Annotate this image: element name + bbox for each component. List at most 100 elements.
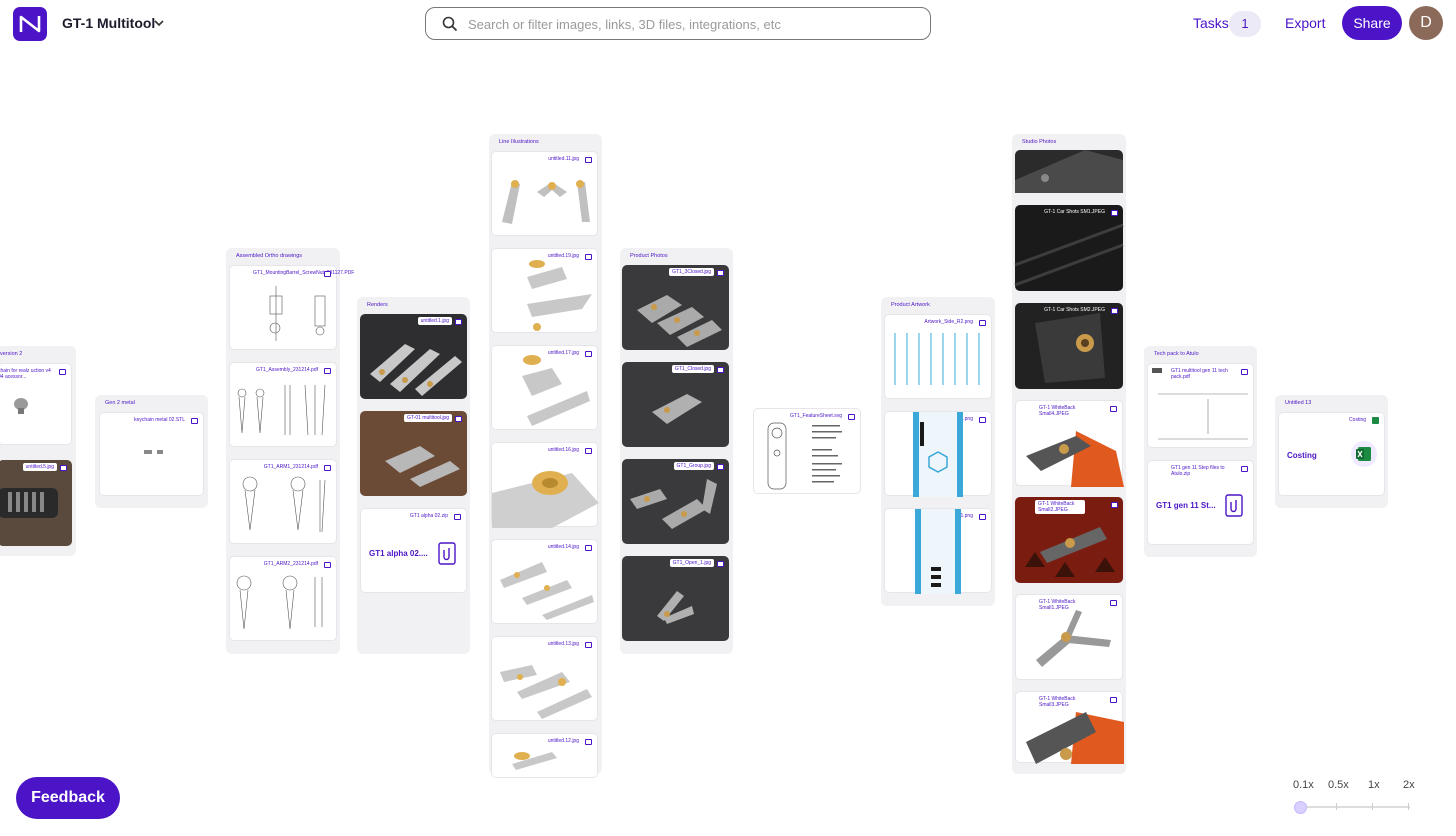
search-input[interactable] <box>468 14 908 34</box>
image-icon <box>455 416 462 422</box>
image-icon <box>717 464 724 470</box>
image-icon <box>585 254 592 260</box>
image-card[interactable]: untitled.11.jpg <box>491 151 598 236</box>
zoom-level-0-5x[interactable]: 0.5x <box>1328 779 1349 791</box>
image-card[interactable]: Artwork_Side_R1.png <box>884 508 992 594</box>
image-card[interactable]: untitled.1.jpg <box>360 314 467 399</box>
card-filename: GT1 alpha 02.zip <box>406 512 451 520</box>
svg-card[interactable]: GT1_FeatureSheet.svg <box>753 408 861 494</box>
group-title: Product Photos <box>630 253 668 259</box>
moodboard-canvas[interactable]: version 2 chain for realz uction v4 04 a… <box>0 48 1456 778</box>
image-card[interactable]: GT1_Closed.jpg <box>622 362 729 447</box>
3d-file-icon <box>191 418 198 424</box>
card-filename: GT-01 multitool.jpg <box>404 414 452 422</box>
image-card[interactable]: GT-1 Car Shots SM2.JPEG <box>1015 303 1123 389</box>
card-filename: GT1_FeatureSheet.svg <box>787 412 845 420</box>
image-card[interactable]: untitled.13.jpg <box>491 636 598 721</box>
image-card[interactable]: GT-1 WhiteBack Small4.JPEG <box>1015 400 1124 487</box>
image-card[interactable]: GT-1 Car Shots SM1.JPEG <box>1014 205 1124 291</box>
tasks-button[interactable]: Tasks <box>1193 15 1229 31</box>
card-filename: untitled.12.jpg <box>544 737 582 745</box>
app-logo-icon[interactable] <box>13 7 47 41</box>
image-icon <box>324 271 331 277</box>
image-card[interactable]: Artwork_Side_R2.png <box>884 314 992 399</box>
attachment-icon <box>1223 494 1245 518</box>
image-card[interactable]: untitled.14.jpg <box>491 539 598 624</box>
card-filename: GT-1 Car Shots SM1.JPEG <box>1044 209 1105 215</box>
file-title: GT1 alpha 02.... <box>369 549 428 558</box>
image-icon <box>848 414 855 420</box>
image-card[interactable]: GT-01 multitool.jpg <box>360 411 467 496</box>
top-bar: GT-1 Multitool Tasks 1 Export Share D <box>0 0 1456 48</box>
image-icon <box>717 270 724 276</box>
group-title: Line Illustrations <box>499 139 539 145</box>
image-card[interactable]: GT1_3Closed.jpg <box>622 265 729 350</box>
zoom-slider-track[interactable] <box>1298 806 1410 808</box>
image-icon <box>585 351 592 357</box>
image-card[interactable]: GT-1 WhiteBack Small1.JPEG <box>1015 594 1123 680</box>
file-card-stl[interactable]: keychain metal 02.STL <box>99 412 204 496</box>
card-filename: Artwork_Side_R2.png <box>921 318 976 326</box>
pdf-card[interactable]: GT1_Assembly_231214.pdf <box>229 362 337 447</box>
zoom-level-2x[interactable]: 2x <box>1403 779 1415 791</box>
file-title: GT1 gen 11 St... <box>1156 501 1216 510</box>
spreadsheet-card[interactable]: Costing Costing <box>1278 412 1385 496</box>
group-line-illustrations[interactable]: Line Illustrations untitled.11.jpg untit… <box>489 134 602 778</box>
group-untitled-13[interactable]: Untitled 13 Costing Costing <box>1275 395 1388 508</box>
image-card[interactable]: GT-1 WhiteBack Small3.JPEG <box>1015 691 1124 764</box>
image-card[interactable]: untitled.5.jpg <box>0 460 72 546</box>
pdf-card[interactable]: GT1_ARM1_231214.pdf <box>229 459 337 544</box>
export-button[interactable]: Export <box>1285 15 1326 31</box>
zoom-level-1x[interactable]: 1x <box>1368 779 1380 791</box>
image-card[interactable]: Artwork_Bottom_R1.png <box>884 411 992 497</box>
group-product-artwork[interactable]: Product Artwork Artwork_Side_R2.png Artw… <box>881 297 995 606</box>
card-filename: untitled.17.jpg <box>544 349 582 357</box>
attachment-icon <box>436 542 458 566</box>
pdf-card[interactable]: GT1_MountingBarrel_ScrewNut_231127.PDF <box>229 265 354 350</box>
feedback-button[interactable]: Feedback <box>16 777 120 819</box>
zip-file-card[interactable]: GT1 alpha 02.zip GT1 alpha 02.... <box>360 508 467 593</box>
image-icon <box>979 514 986 520</box>
search-icon <box>442 16 458 32</box>
group-studio-photos[interactable]: Studio Photos GT-1 Car Shots SM1.JPEG GT… <box>1012 134 1126 774</box>
group-tech-pack-to-atulo[interactable]: Tech pack to Atulo GT1 multitool gen 11 … <box>1144 346 1257 557</box>
image-card[interactable]: untitled.12.jpg <box>491 733 598 778</box>
image-card[interactable]: GT1_Open_1.jpg <box>622 556 729 641</box>
pdf-card[interactable]: GT1 multitool gen 11 tech pack.pdf <box>1147 363 1254 448</box>
card-filename: untitled.5.jpg <box>22 463 57 471</box>
card-filename: GT1_ARM1_231214.pdf <box>260 463 321 471</box>
zoom-tick <box>1372 803 1373 810</box>
image-icon <box>1110 406 1117 412</box>
project-name[interactable]: GT-1 Multitool <box>62 15 156 31</box>
user-avatar[interactable]: D <box>1409 6 1443 40</box>
zoom-slider-handle[interactable] <box>1294 801 1307 814</box>
image-card[interactable]: GT-1 WhiteBack Small2.JPEG <box>1015 497 1123 583</box>
group-renders[interactable]: Renders untitled.1.jpg GT-01 multitool.j… <box>357 297 470 654</box>
image-icon <box>585 448 592 454</box>
image-icon <box>1110 697 1117 703</box>
chevron-down-icon[interactable] <box>152 16 166 30</box>
image-icon <box>585 739 592 745</box>
zoom-level-0-1x[interactable]: 0.1x <box>1293 779 1314 791</box>
image-card[interactable]: untitled.16.jpg <box>491 442 599 528</box>
zip-file-card[interactable]: GT1 gen 11 Step files to Atulo.zip GT1 g… <box>1147 460 1254 545</box>
pdf-card[interactable]: GT1_ARM2_231214.pdf <box>229 556 337 641</box>
image-card[interactable]: untitled.19.jpg <box>491 248 598 333</box>
group-product-photos[interactable]: Product Photos GT1_3Closed.jpg GT1_Close… <box>620 248 733 654</box>
image-card[interactable] <box>1015 150 1123 193</box>
search-bar[interactable] <box>425 7 931 40</box>
group-gen-2-metal[interactable]: Gen 2 metal keychain metal 02.STL <box>95 395 208 508</box>
image-card[interactable]: untitled.17.jpg <box>491 345 598 430</box>
image-icon <box>717 561 724 567</box>
group-feature-sheet[interactable]: GT1_FeatureSheet.svg <box>752 400 862 496</box>
group-assembled-ortho-drawings[interactable]: Assembled Ortho drawings GT1_MountingBar… <box>226 248 354 654</box>
share-button[interactable]: Share <box>1342 6 1402 40</box>
image-card[interactable]: GT1_Group.jpg <box>622 459 729 544</box>
card-filename: GT1_MountingBarrel_ScrewNut_231127.PDF <box>250 269 354 277</box>
tasks-count-badge[interactable]: 1 <box>1229 11 1261 37</box>
card-filename: untitled.14.jpg <box>544 543 582 551</box>
file-card-stl[interactable]: chain for realz uction v4 04 acessor... <box>0 363 72 445</box>
image-icon <box>717 367 724 373</box>
group-version-2[interactable]: version 2 chain for realz uction v4 04 a… <box>0 346 76 556</box>
card-filename: GT1_Open_1.jpg <box>669 559 714 567</box>
